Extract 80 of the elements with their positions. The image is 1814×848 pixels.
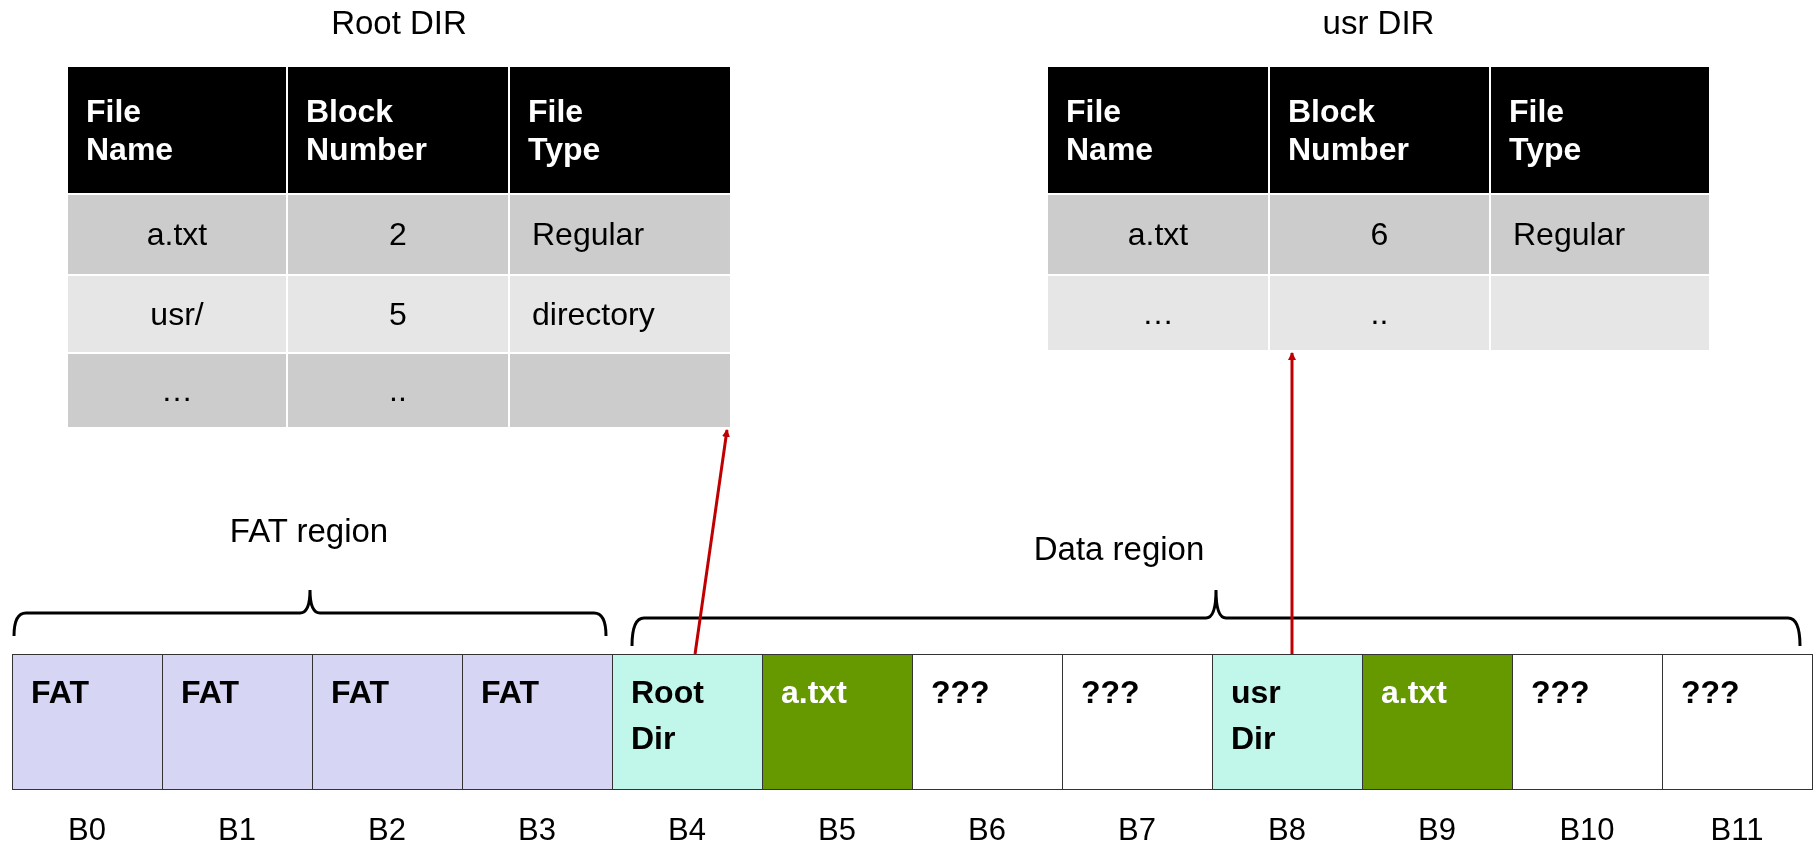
table-cell bbox=[509, 275, 731, 353]
table-title: usr DIR bbox=[1321, 4, 1436, 42]
arrow bbox=[693, 429, 730, 655]
cell-text: a.txt bbox=[146, 216, 208, 253]
column-header: File Name bbox=[86, 91, 174, 169]
disk-block bbox=[462, 654, 613, 790]
table-cell bbox=[1047, 275, 1269, 351]
table-cell bbox=[287, 194, 509, 275]
table-cell bbox=[67, 275, 287, 353]
block-content: FAT bbox=[31, 673, 90, 712]
table-cell bbox=[1269, 194, 1490, 275]
block-content: FAT bbox=[481, 673, 540, 712]
disk-block bbox=[12, 654, 163, 790]
table-cell bbox=[1047, 194, 1269, 275]
block-number: B6 bbox=[968, 812, 1006, 848]
table-cell bbox=[287, 353, 509, 428]
header-cell bbox=[287, 66, 509, 194]
block-number: B7 bbox=[1118, 812, 1156, 848]
disk-block bbox=[1362, 654, 1513, 790]
cell-text: Regular bbox=[532, 216, 645, 253]
block-number: B11 bbox=[1710, 812, 1764, 848]
block-content: usr Dir bbox=[1231, 673, 1281, 759]
column-header: Block Number bbox=[1288, 91, 1409, 169]
block-content: a.txt bbox=[1381, 673, 1447, 712]
cell-text: … bbox=[1142, 294, 1174, 332]
column-header: File Type bbox=[528, 91, 601, 169]
column-header: File Name bbox=[1066, 91, 1154, 169]
cell-text: 6 bbox=[1370, 216, 1389, 253]
cell-text: 2 bbox=[389, 216, 407, 253]
cell-text: usr/ bbox=[150, 295, 204, 333]
block-content: ??? bbox=[1681, 673, 1740, 712]
table-cell bbox=[67, 194, 287, 275]
block-content: a.txt bbox=[781, 673, 847, 712]
disk-block bbox=[612, 654, 763, 790]
header-cell bbox=[1047, 66, 1269, 194]
column-header: File Type bbox=[1509, 91, 1582, 169]
disk-block bbox=[162, 654, 313, 790]
cell-text: .. bbox=[389, 372, 407, 409]
block-number: B4 bbox=[668, 812, 706, 848]
disk-block bbox=[312, 654, 463, 790]
table-cell bbox=[1269, 275, 1490, 351]
cell-text: directory bbox=[532, 295, 655, 333]
column-header: Block Number bbox=[306, 91, 427, 169]
block-content: ??? bbox=[1531, 673, 1590, 712]
region-label: FAT region bbox=[229, 512, 389, 550]
block-number: B3 bbox=[518, 812, 556, 848]
block-content: ??? bbox=[931, 673, 990, 712]
cell-text: 5 bbox=[389, 295, 407, 333]
block-number: B9 bbox=[1418, 812, 1456, 848]
disk-block bbox=[1212, 654, 1363, 790]
table-title: Root DIR bbox=[330, 4, 468, 42]
header-cell bbox=[1269, 66, 1490, 194]
cell-text: Regular bbox=[1513, 216, 1626, 253]
block-number: B2 bbox=[368, 812, 406, 848]
cell-text: .. bbox=[1370, 294, 1389, 332]
block-number: B5 bbox=[818, 812, 856, 848]
cell-text: … bbox=[161, 372, 193, 409]
disk-block bbox=[1062, 654, 1213, 790]
region-label: Data region bbox=[1033, 530, 1205, 568]
header-cell bbox=[67, 66, 287, 194]
block-content: Root Dir bbox=[631, 673, 704, 759]
disk-block bbox=[1512, 654, 1663, 790]
arrow bbox=[1288, 352, 1296, 654]
disk-block bbox=[1662, 654, 1813, 790]
block-number: B10 bbox=[1559, 812, 1615, 848]
table-cell bbox=[1490, 194, 1710, 275]
table-cell bbox=[287, 275, 509, 353]
disk-block bbox=[912, 654, 1063, 790]
block-content: ??? bbox=[1081, 673, 1140, 712]
table-cell bbox=[509, 194, 731, 275]
table-cell bbox=[67, 353, 287, 428]
block-number: B0 bbox=[68, 812, 106, 848]
block-number: B8 bbox=[1268, 812, 1306, 848]
block-content: FAT bbox=[181, 673, 240, 712]
block-content: FAT bbox=[331, 673, 390, 712]
block-number: B1 bbox=[218, 812, 256, 848]
cell-text: a.txt bbox=[1127, 216, 1189, 253]
header-cell bbox=[509, 66, 731, 194]
disk-block bbox=[762, 654, 913, 790]
header-cell bbox=[1490, 66, 1710, 194]
